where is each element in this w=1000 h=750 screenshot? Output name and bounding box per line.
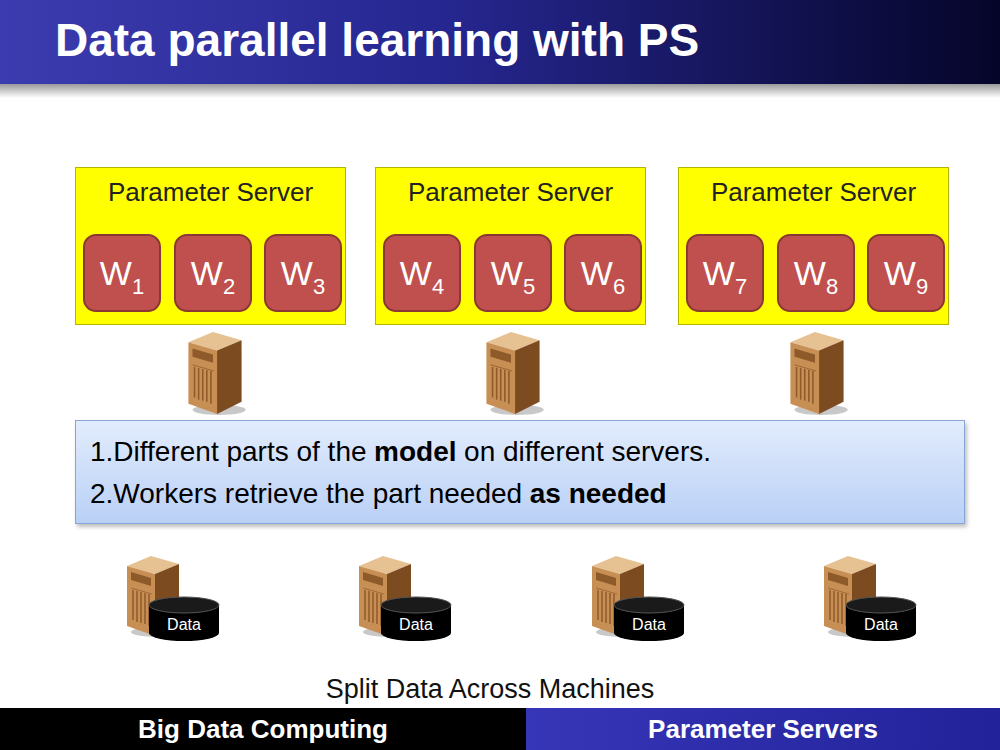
node-text: Data xyxy=(864,616,898,633)
node-text: W xyxy=(794,254,826,292)
node-text: W xyxy=(400,254,432,292)
subscript-index: 1 xyxy=(132,274,144,299)
node-text: Data xyxy=(632,616,666,633)
subscript-index: 3 xyxy=(313,274,325,299)
server-icon xyxy=(790,332,847,415)
node-text: W xyxy=(884,254,916,292)
node-text: W xyxy=(581,254,613,292)
subscript-index: 9 xyxy=(916,274,928,299)
node-text: on different servers. xyxy=(464,436,711,467)
node-text: W xyxy=(703,254,735,292)
text-line: Data xyxy=(632,616,666,642)
text-line: Data xyxy=(167,616,201,642)
text-line: W6 xyxy=(581,253,625,293)
text-line: W2 xyxy=(191,253,235,293)
data-disk: Data xyxy=(613,596,685,642)
subscript-index: 6 xyxy=(613,274,625,299)
node-text: 2.Workers retrieve the part needed xyxy=(90,478,522,509)
parameter-server-box: Parameter ServerW7W8W9 xyxy=(678,167,949,325)
data-disk: Data xyxy=(380,596,452,642)
text-line: Parameter Server xyxy=(376,168,645,208)
text-line: Parameter Servers xyxy=(648,714,878,745)
subscript-index: 8 xyxy=(826,274,838,299)
node-text: Parameter Servers xyxy=(648,714,878,744)
weight-box: W6 xyxy=(564,234,642,312)
node-text: 1.Different parts of the xyxy=(90,436,367,467)
server-icon xyxy=(188,332,245,415)
caption-label: Split Data Across Machines xyxy=(0,672,980,706)
text-line: Parameter Server xyxy=(76,168,345,208)
text-line: W8 xyxy=(794,253,838,293)
parameter-server-box: Parameter ServerW4W5W6 xyxy=(375,167,646,325)
subscript-index: 5 xyxy=(523,274,535,299)
weight-box: W4 xyxy=(383,234,461,312)
slide-title: Data parallel learning with PS xyxy=(55,10,699,70)
weight-box: W3 xyxy=(264,234,342,312)
subscript-index: 7 xyxy=(735,274,747,299)
node-text: Parameter Server xyxy=(108,177,313,207)
node-text: Data xyxy=(167,616,201,633)
text-line: 2.Workers retrieve the part needed as nee… xyxy=(90,473,950,515)
weight-box: W8 xyxy=(777,234,855,312)
node-text: Big Data Computing xyxy=(138,714,388,744)
note-box: 1.Different parts of themodel on differen… xyxy=(75,420,965,524)
text-line: Data xyxy=(864,616,898,642)
node-text: Parameter Server xyxy=(408,177,613,207)
weight-box: W5 xyxy=(474,234,552,312)
node-text: W xyxy=(491,254,523,292)
text-line: W1 xyxy=(100,253,144,293)
node-text: Data xyxy=(399,616,433,633)
server-icon xyxy=(486,332,543,415)
data-disk: Data xyxy=(148,596,220,642)
text-line: W9 xyxy=(884,253,928,293)
subscript-index: 4 xyxy=(432,274,444,299)
text-line: Big Data Computing xyxy=(138,714,388,745)
subscript-index: 2 xyxy=(223,274,235,299)
text-line: Parameter Server xyxy=(679,168,948,208)
node-text: Parameter Server xyxy=(711,177,916,207)
parameter-server-box: Parameter ServerW1W2W3 xyxy=(75,167,346,325)
text-line: 1.Different parts of themodel on differen… xyxy=(90,431,950,473)
weight-box: W1 xyxy=(83,234,161,312)
text-line: W5 xyxy=(491,253,535,293)
text-line: W3 xyxy=(281,253,325,293)
weight-box: W9 xyxy=(867,234,945,312)
text-line: Data xyxy=(399,616,433,642)
node-text: W xyxy=(191,254,223,292)
text-line: W7 xyxy=(703,253,747,293)
node-text: W xyxy=(281,254,313,292)
node-text: model xyxy=(374,436,456,467)
data-disk: Data xyxy=(845,596,917,642)
title-shadow xyxy=(0,84,1000,98)
weight-box: W7 xyxy=(686,234,764,312)
footer-band: Parameter Servers xyxy=(526,708,1000,750)
node-text: W xyxy=(100,254,132,292)
weight-box: W2 xyxy=(174,234,252,312)
text-line: W4 xyxy=(400,253,444,293)
footer-band: Big Data Computing xyxy=(0,708,526,750)
node-text: as needed xyxy=(530,478,667,509)
